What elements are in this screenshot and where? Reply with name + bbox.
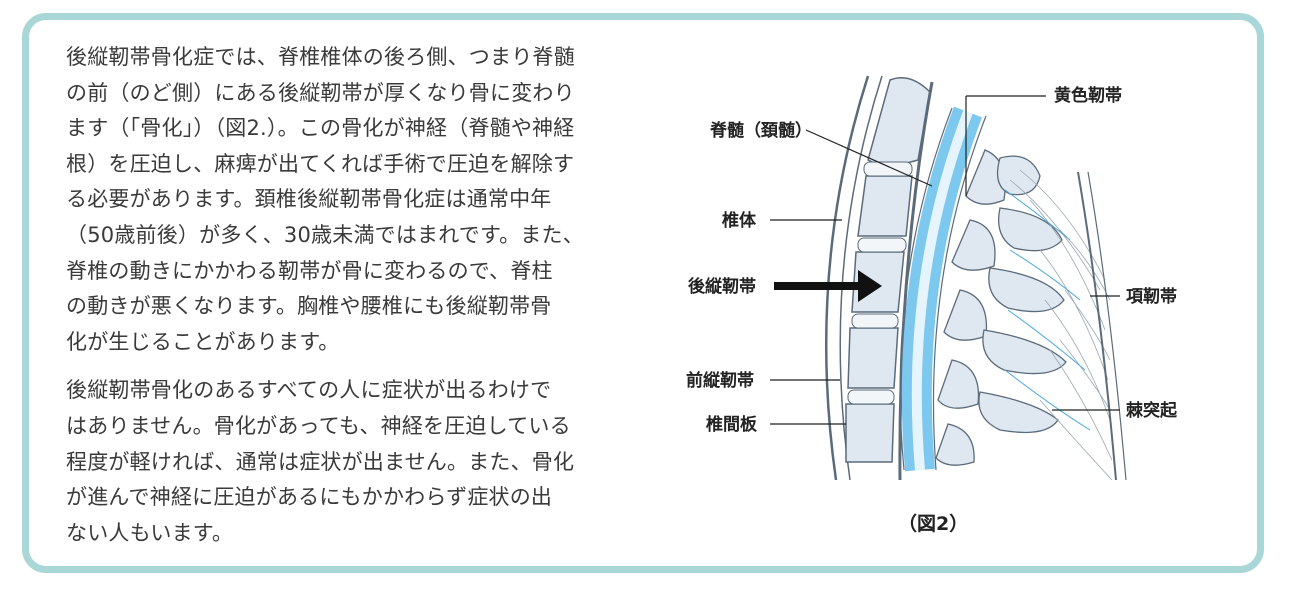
text-line: 後縦靭帯骨化症では、脊椎椎体の後ろ側、つまり脊髄 (66, 45, 575, 69)
label-spinous-process: 棘突起 (1126, 400, 1178, 421)
paragraph-2: 後縦靭帯骨化のあるすべての人に症状が出るわけで はありません。骨化があっても、神… (66, 373, 626, 551)
text-line: 脊椎の動きにかかわる靭帯が骨に変わるので、脊柱 (66, 258, 553, 283)
spinal-cord-core (911, 110, 973, 471)
intervertebral-discs (847, 161, 913, 405)
text-line: が進んで神経に圧迫があるにもかかわらず症状の出 (66, 485, 553, 510)
label-nuchal-ligament: 項靭帯 (1126, 286, 1177, 307)
leader-lines (770, 95, 1120, 425)
label-spinal-cord: 脊髄（頚髄） (709, 120, 812, 141)
nuchal-ligament-fibers (1009, 169, 1113, 481)
ligament-blue-fibers (1004, 189, 1091, 431)
text-line: る必要があります。頚椎後縦靭帯骨化症は通常中年 (66, 187, 552, 212)
text-line: 化が生じることがあります。 (66, 329, 340, 354)
spinous-processes (978, 155, 1067, 434)
text-line: 後縦靭帯骨化のあるすべての人に症状が出るわけで (66, 378, 552, 403)
text-line: はありません。骨化があっても、神経を圧迫している (66, 413, 571, 438)
text-line: ます（「骨化」）（図2.）。この骨化が神経（脊髄や神経 (66, 116, 575, 141)
posterior-ligament-arrow (774, 270, 882, 302)
paragraph-1: 後縦靭帯骨化症では、脊椎椎体の後ろ側、つまり脊髄 の前（のど側）にある後縦靭帯が… (66, 40, 626, 360)
cervical-spine-diagram: 脊髄（頚髄） 椎体 後縦靭帯 前縦靭帯 椎間板 黄色靭帯 項靭帯 棘突起 （図2… (686, 75, 1178, 535)
label-ligamentum-flavum: 黄色靭帯 (1054, 85, 1122, 106)
figure-caption: （図2） (898, 512, 968, 535)
text-line: の前（のど側）にある後縦靭帯が厚くなり骨に変わり (66, 80, 575, 105)
nuchal-ligament-shape (1077, 171, 1117, 481)
text-line: （50歳前後）が多く、30歳未満ではまれです。また、 (66, 222, 584, 247)
label-vertebral-body: 椎体 (721, 210, 757, 231)
text-line: ない人もいます。 (66, 520, 234, 545)
posterior-ligament-shape (898, 81, 934, 481)
text-line: 程度が軽ければ、通常は症状が出ません。また、骨化 (66, 449, 575, 474)
text-line: の動きが悪くなります。胸椎や腰椎にも後縦靭帯骨 (66, 294, 552, 319)
label-posterior-ligament: 後縦靭帯 (688, 276, 756, 297)
text-line: 根）を圧迫し、麻痺が出てくれば手術で圧迫を解除す (66, 151, 575, 176)
laminae (935, 149, 1006, 466)
label-anterior-ligament: 前縦靭帯 (686, 370, 754, 391)
label-intervertebral-disc: 椎間板 (705, 414, 758, 435)
body-text: 後縦靭帯骨化症では、脊椎椎体の後ろ側、つまり脊髄 の前（のど側）にある後縦靭帯が… (66, 40, 626, 551)
